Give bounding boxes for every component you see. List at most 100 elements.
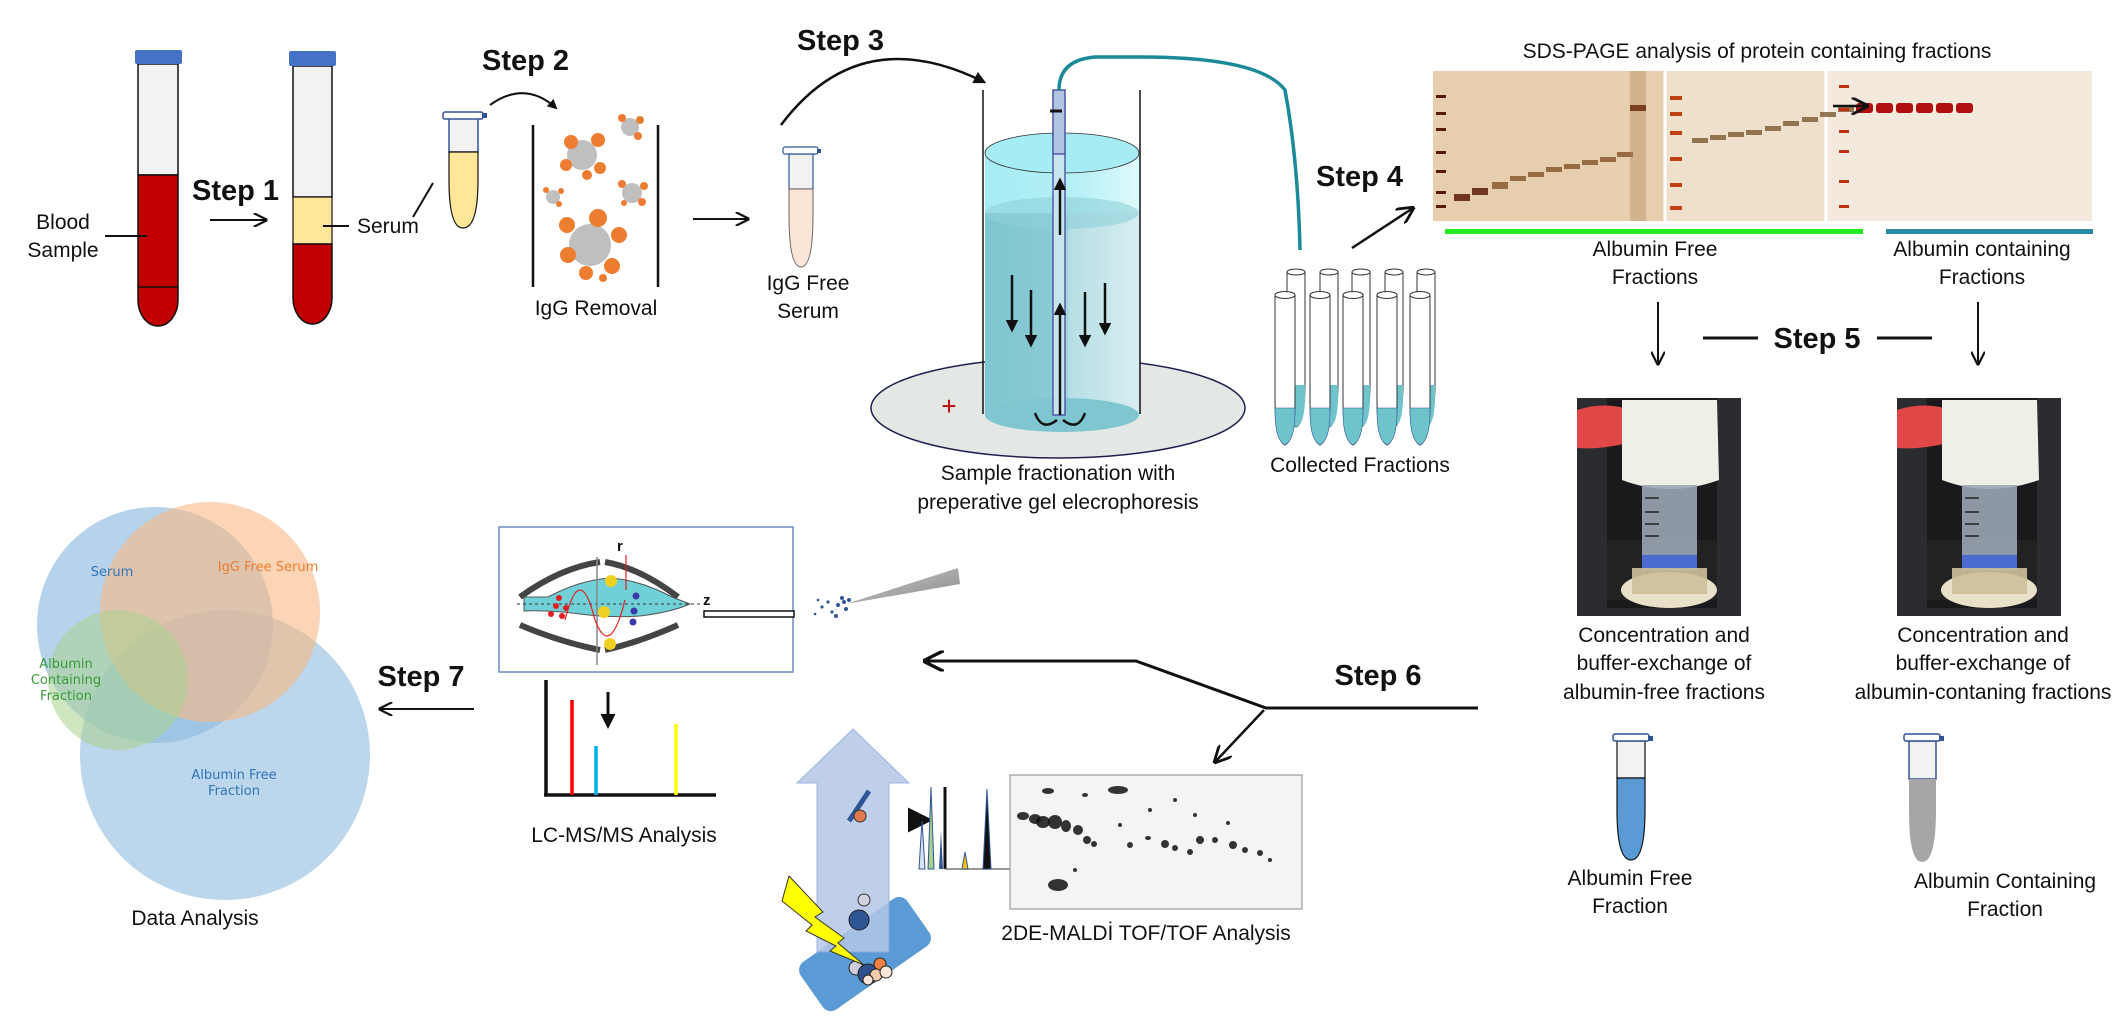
protein-spot (1268, 858, 1272, 862)
ladder-band (1670, 206, 1682, 210)
venn-label-albumin-containing-line3: Fraction (40, 689, 92, 704)
protein-spot (1193, 813, 1197, 817)
albumin-containing-bar (1886, 229, 2093, 234)
protein-spot (1173, 798, 1177, 802)
albumin-band (1896, 103, 1913, 113)
protein-spot (1048, 815, 1062, 829)
gel-band (1564, 164, 1580, 169)
protein-spot (1083, 836, 1091, 844)
igg-free-label-line1: IgG Free (767, 272, 850, 295)
blood-label-line2: Sample (27, 239, 98, 262)
protein-spot (1017, 812, 1029, 820)
conc-free-line1: Concentration and (1578, 624, 1750, 647)
fractionation-label-line1: Sample fractionation with (941, 462, 1176, 485)
ladder-band (1436, 95, 1446, 98)
blood-sample-tube (135, 50, 182, 327)
ladder-band (1436, 112, 1446, 115)
conc-cont-line1: Concentration and (1897, 624, 2069, 647)
albumin-containing-fraction-line2: Fraction (1967, 898, 2043, 921)
conc-free-line3: albumin-free fractions (1563, 681, 1765, 704)
electrospray-needle (813, 568, 960, 618)
ladder-band (1670, 157, 1682, 161)
gel-band (1492, 182, 1508, 189)
venn-label-albumin-containing-line2: Containing (31, 673, 101, 688)
igg-free-serum-tube (782, 146, 821, 268)
protein-spot (1196, 836, 1204, 844)
ladder-band (1839, 180, 1849, 183)
albumin-band (1916, 103, 1933, 113)
concentrator-photo-albumin-free (1577, 398, 1741, 616)
albumin-free-fraction-line2: Fraction (1592, 895, 1668, 918)
step4-label: Step 4 (1316, 161, 1403, 193)
venn-diagram: Serum IgG Free Serum Albumin Containing … (31, 502, 370, 900)
albumin-containing-fraction-tube (1903, 733, 1944, 862)
step2-arrow (489, 92, 558, 110)
venn-label-albumin-containing-line1: Albumin (39, 657, 93, 672)
syringe-barrel (1962, 485, 2017, 555)
albumin-containing-fractions-line1: Albumin containing (1893, 238, 2070, 261)
protein-spot (1127, 842, 1133, 848)
protein-spot (1226, 821, 1230, 825)
protein-spot (1091, 841, 1097, 847)
gel-band (1728, 132, 1744, 137)
protein-spot (1048, 879, 1068, 891)
venn-label-serum: Serum (91, 565, 134, 580)
conc-cont-line2: buffer-exchange of (1896, 652, 2071, 675)
ladder-band (1670, 96, 1682, 100)
protein-spot (1187, 849, 1193, 855)
adapter-cap (1942, 400, 2039, 489)
step3-arrow (780, 57, 987, 126)
ms-spectrum (544, 680, 716, 797)
albumin-band (1856, 103, 1873, 113)
protein-spot (1073, 868, 1077, 872)
gel-band (1820, 112, 1836, 117)
protein-spot (1061, 820, 1071, 832)
ladder-band (1670, 112, 1682, 116)
gel-band (1600, 157, 1616, 162)
venn-circle-albumin-containing (48, 610, 188, 750)
ladder-band (1436, 170, 1446, 173)
step3-label: Step 3 (797, 25, 884, 57)
ladder-band (1839, 205, 1849, 208)
igg-free-label-line2: Serum (777, 300, 839, 323)
gel-band (1510, 176, 1526, 181)
serum-microtube (442, 111, 487, 229)
gel-band (1528, 172, 1544, 177)
collected-fractions-label: Collected Fractions (1270, 454, 1450, 477)
maldi-label: 2DE-MALDİ TOF/TOF Analysis (1001, 922, 1290, 945)
venn-label-albumin-free-line2: Fraction (208, 784, 260, 799)
maldi-schematic (781, 728, 1036, 1012)
ladder-band (1670, 131, 1682, 135)
albumin-free-bar (1445, 229, 1863, 234)
ladder-band (1839, 130, 1849, 133)
step6-connector (936, 659, 1478, 710)
protein-spot (1118, 823, 1122, 827)
albumin-band (1936, 103, 1953, 113)
adapter-cap (1622, 400, 1719, 489)
blue-filter (1642, 555, 1697, 571)
step7-label: Step 7 (377, 661, 464, 693)
ladder-band (1670, 183, 1682, 187)
protein-spot (1257, 850, 1263, 856)
gel-band (1454, 194, 1470, 201)
syringe-barrel (1642, 485, 1697, 555)
serum-connector (412, 182, 434, 218)
gel-band (1710, 135, 1726, 140)
gel-band (1630, 105, 1646, 111)
albumin-free-fraction-tube (1612, 733, 1653, 861)
ladder-band (1839, 108, 1849, 111)
ladder-band (1839, 85, 1849, 88)
gel-band (1802, 117, 1818, 122)
protein-spot (1042, 788, 1054, 794)
gel-band (1472, 188, 1488, 195)
protein-spot (1108, 786, 1128, 794)
gel-band (1617, 152, 1633, 157)
step1-label: Step 1 (192, 175, 279, 207)
protein-spot (1229, 841, 1237, 849)
venn-label-igg-free-serum: IgG Free Serum (218, 560, 319, 575)
albumin-containing-fractions-line2: Fractions (1939, 266, 2025, 289)
orbitrap-schematic: r (498, 526, 795, 673)
gel-band (1582, 160, 1598, 165)
ladder-band (1436, 205, 1446, 208)
